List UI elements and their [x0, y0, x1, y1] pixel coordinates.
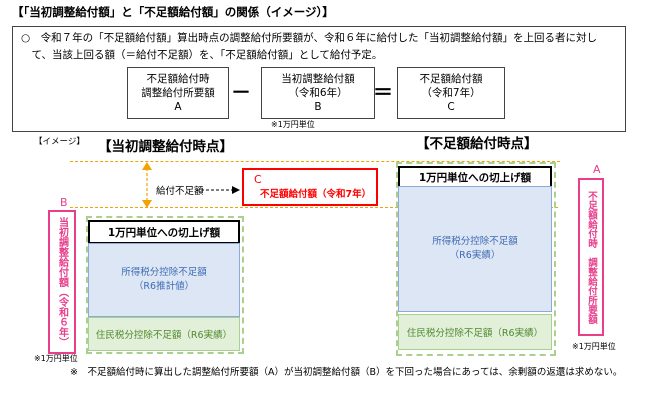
a-vertical-label: 不足額給付時 調整給付所要額	[578, 178, 604, 336]
diagram-title: 【「当初調整給付額」と「不足額給付額」の関係（イメージ）】	[12, 5, 334, 19]
left-header: 【当初調整給付時点】	[98, 139, 233, 155]
top-dashed-line	[70, 161, 560, 162]
b-letter: B	[60, 196, 68, 209]
right-blue-sub: （R6実績）	[449, 250, 501, 261]
footnote: ※ 不足額給付時に算出した調整給付所要額（A）が当初調整給付額（B）を下回った場…	[70, 367, 623, 378]
right-round-up-box: 1万円単位への切上げ額	[398, 166, 552, 188]
formula-box-a: 不足額給付時 調整給付所要額 A	[127, 67, 229, 119]
middle-dashed-line	[70, 207, 558, 208]
intro-line-1: ○ 令和７年の「不足額給付額」算出時点の調整給付所要額が、令和６年に給付した「当…	[21, 32, 597, 44]
c-label: 不足額給付額（令和7年）	[260, 189, 372, 200]
formula-c-letter: C	[447, 101, 455, 113]
shortfall-payment-box: C 不足額給付額（令和7年）	[242, 168, 378, 206]
formula-a-line-2: 調整給付所要額	[141, 87, 215, 99]
left-column	[86, 216, 244, 354]
right-blue-label: 所得税分控除不足額	[432, 236, 518, 247]
formula-c-line-1: 不足額給付額	[419, 73, 483, 85]
intro-line-2: て、当該上回る額（＝給付不足額）を、「不足額給付額」として給付予定。	[21, 49, 383, 61]
intro-box: ○ 令和７年の「不足額給付額」算出時点の調整給付所要額が、令和６年に給付した「当…	[12, 26, 626, 132]
formula-a-letter: A	[174, 101, 182, 113]
left-blue-sub: （R6推計値）	[133, 281, 195, 292]
right-column	[396, 162, 556, 356]
left-resident-tax-box: 住民税分控除不足額（R6実績）	[88, 317, 240, 351]
formula-b-line-1: 当初調整給付額	[281, 73, 355, 85]
left-income-tax-box: 所得税分控除不足額 （R6推計値）	[88, 243, 240, 317]
formula-box-c: 不足額給付額 （令和7年） C	[397, 67, 505, 119]
right-income-tax-box: 所得税分控除不足額 （R6実績）	[398, 186, 552, 312]
left-round-up-box: 1万円単位への切上げ額	[88, 220, 240, 244]
dashed-arrow-right-icon	[196, 186, 240, 194]
formula-a-line-1: 不足額給付時	[146, 73, 210, 85]
left-unit-note: ※1万円単位	[34, 354, 78, 363]
minus-sign: －	[231, 80, 251, 104]
left-blue-label: 所得税分控除不足額	[121, 267, 207, 278]
image-label: 【イメージ】	[34, 137, 85, 147]
right-header: 【不足額給付時点】	[416, 136, 538, 152]
formula-c-line-2: （令和7年）	[421, 87, 481, 99]
b-vertical-label: 当初調整給付額（令和６年）	[48, 210, 76, 354]
formula-b-line-2: （令和6年）	[288, 87, 348, 99]
shortfall-arrow-icon	[142, 162, 152, 208]
equals-sign: ＝	[373, 80, 393, 104]
right-resident-tax-box: 住民税分控除不足額（R6実績）	[398, 314, 552, 350]
a-letter: A	[593, 163, 601, 176]
c-letter: C	[254, 173, 262, 186]
shortfall-label: 給付不足額	[156, 186, 204, 197]
intro-text: ○ 令和７年の「不足額給付額」算出時点の調整給付所要額が、令和６年に給付した「当…	[21, 30, 621, 64]
formula-box-b: 当初調整給付額 （令和6年） B	[261, 67, 375, 119]
formula-unit-note: ※1万円単位	[271, 120, 315, 129]
formula-b-letter: B	[314, 101, 322, 113]
right-unit-note: ※1万円単位	[572, 342, 616, 351]
